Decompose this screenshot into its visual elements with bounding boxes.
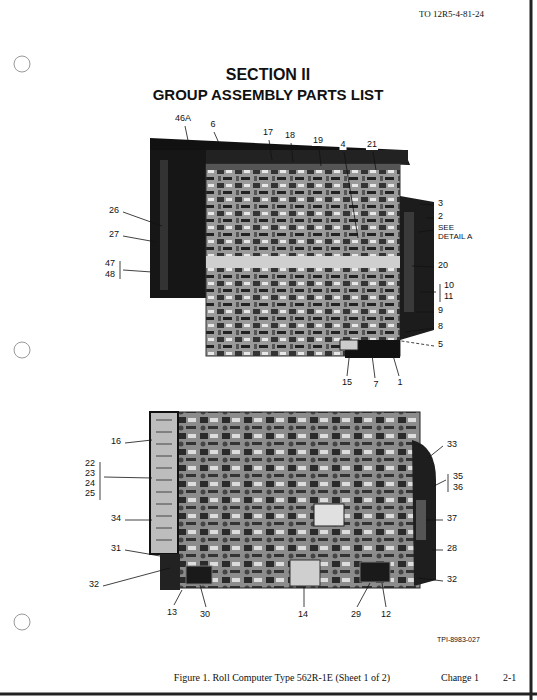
callout-number: 16 (110, 437, 122, 447)
callout-number: 19 (312, 136, 324, 146)
callout-number: 18 (284, 131, 296, 141)
callout-number: 6 (209, 120, 216, 130)
callout-number: 29 (350, 610, 362, 620)
callout-number: 32 (88, 580, 100, 590)
callout-number: 2 (437, 212, 444, 222)
callout-number: 14 (297, 610, 309, 620)
document-number: TO 12R5-4-81-24 (418, 10, 485, 20)
callout-number: 23 (84, 469, 96, 479)
figure-caption: Figure 1. Roll Computer Type 562R-1E (Sh… (173, 672, 391, 683)
callout-number: 22 (84, 459, 96, 469)
callout-number: 46A (174, 114, 192, 124)
callout-number: 31 (110, 544, 122, 554)
callout-number: 15 (341, 378, 353, 388)
callout-number: 36 (452, 483, 464, 493)
callout-number: 24 (84, 479, 96, 489)
callout-number: 8 (437, 322, 444, 332)
callout-number: 32 (446, 575, 458, 585)
callout-number: 3 (437, 199, 444, 209)
callout-number: 47 (104, 259, 116, 269)
callout-number: 10 (443, 281, 455, 291)
callout-number: 12 (380, 610, 392, 620)
callout-number: 20 (437, 261, 449, 271)
callout-number: 9 (437, 306, 444, 316)
section-subtitle: GROUP ASSEMBLY PARTS LIST (152, 87, 385, 104)
callout-number: 28 (446, 544, 458, 554)
callout-number: 5 (437, 340, 444, 350)
callout-number: 37 (446, 514, 458, 524)
section-title: SECTION II (225, 66, 311, 84)
callout-number: 13 (166, 608, 178, 618)
callout-number: 17 (262, 128, 274, 138)
callout-number: 1 (396, 378, 403, 388)
callout-number: 35 (452, 472, 464, 482)
callout-number: 33 (446, 440, 458, 450)
callout-number: 48 (104, 270, 116, 280)
change-number: Change 1 (440, 672, 480, 683)
callout-number: 34 (110, 514, 122, 524)
callout-number: 11 (443, 292, 454, 302)
page-number: 2-1 (502, 672, 517, 683)
callout-number: 21 (366, 140, 378, 150)
detail-note: SEE DETAIL A (437, 224, 479, 242)
callout-number: 27 (108, 230, 120, 240)
illustration-number: TPI-8983-027 (436, 636, 481, 644)
callout-number: 25 (84, 489, 96, 499)
callout-number: 30 (199, 610, 211, 620)
callout-number: 7 (372, 380, 379, 390)
callout-number: 4 (339, 140, 346, 150)
callout-number: 26 (108, 206, 120, 216)
